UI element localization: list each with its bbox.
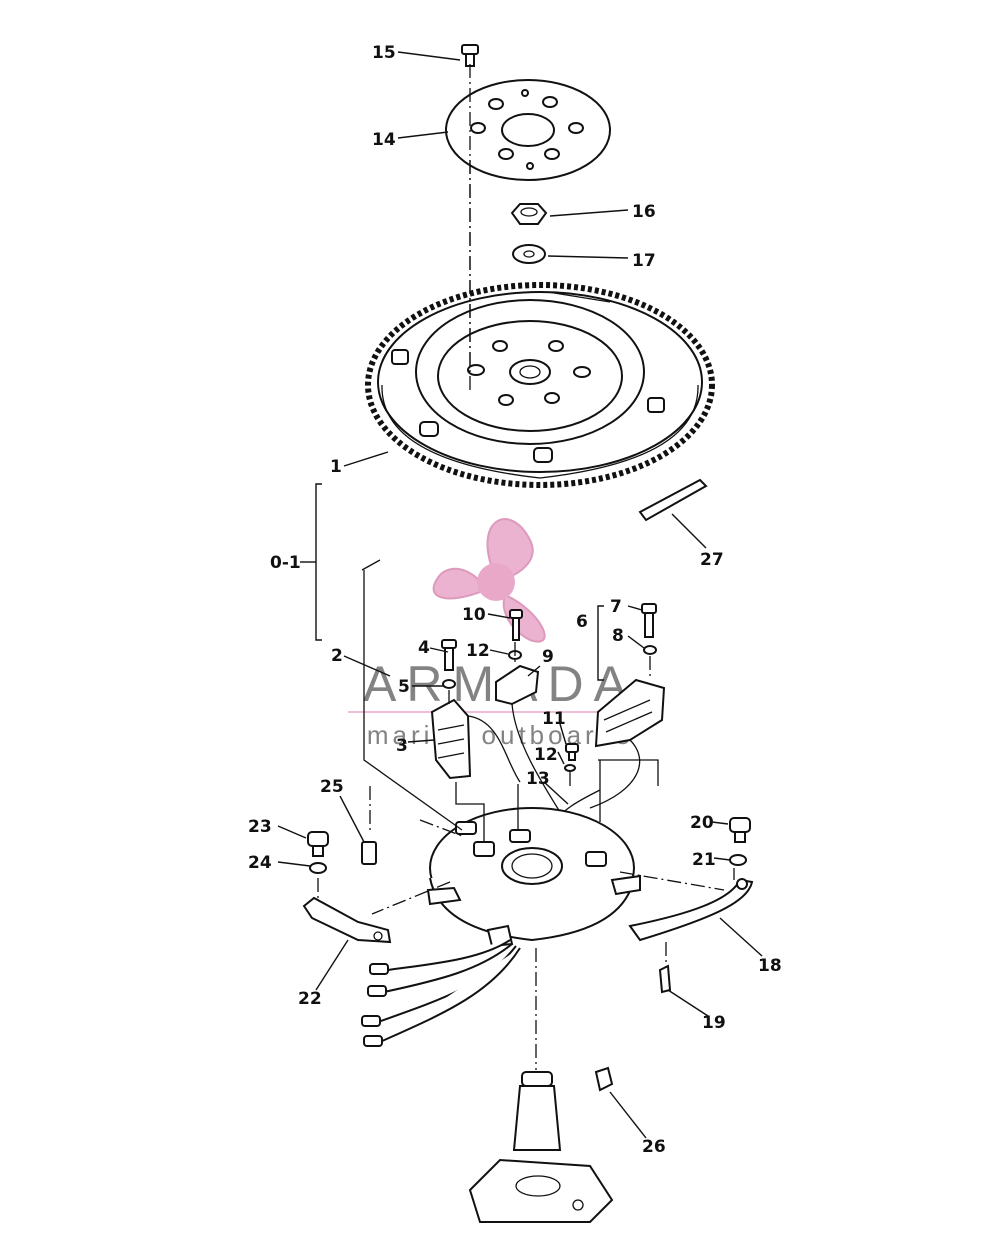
clip-19 (658, 964, 672, 994)
label-14: 14 (372, 130, 396, 150)
bolt-23 (307, 831, 329, 857)
stator-plate-2 (426, 807, 641, 948)
coil-6 (594, 678, 666, 748)
label-11: 11 (542, 709, 566, 729)
trigger-9 (495, 664, 540, 706)
label-6: 6 (576, 612, 588, 632)
wire-harness (361, 939, 521, 1047)
label-22: 22 (298, 989, 322, 1009)
flywheel-plate-14 (445, 79, 611, 181)
label-8: 8 (612, 626, 624, 646)
label-13: 13 (526, 769, 550, 789)
bolt-15 (461, 44, 479, 67)
watermark-tagline: marine outboards (367, 720, 633, 750)
bracket-6 (597, 605, 604, 681)
bracket-22 (302, 896, 392, 944)
screw-4 (441, 639, 457, 671)
label-19: 19 (702, 1013, 726, 1033)
washer-24 (309, 862, 327, 874)
screw-10 (509, 609, 523, 641)
label-16: 16 (632, 202, 656, 222)
bracket-0-1 (315, 483, 322, 641)
label-27: 27 (700, 550, 724, 570)
flywheel-1 (365, 282, 715, 488)
label-3: 3 (396, 736, 408, 756)
washer-8 (643, 645, 657, 655)
screw-7 (641, 603, 657, 638)
washer-5 (442, 679, 456, 689)
label-4: 4 (418, 638, 430, 658)
washer-17 (512, 244, 546, 264)
label-20: 20 (690, 813, 714, 833)
label-0-1: 0-1 (270, 553, 301, 573)
label-10: 10 (462, 605, 486, 625)
label-25: 25 (320, 777, 344, 797)
label-18: 18 (758, 956, 782, 976)
label-12a: 12 (466, 641, 490, 661)
stud-25 (361, 841, 377, 865)
leader-lines (277, 51, 763, 1139)
washer-12b (564, 764, 576, 772)
nut-16 (510, 203, 548, 225)
decal-27 (638, 478, 708, 522)
washer-21 (729, 854, 747, 866)
label-5: 5 (398, 677, 410, 697)
label-21: 21 (692, 850, 716, 870)
label-24: 24 (248, 853, 272, 873)
label-1: 1 (330, 457, 342, 477)
label-2: 2 (331, 646, 343, 666)
coil-wire (467, 715, 521, 783)
label-9: 9 (542, 647, 554, 667)
bolt-20 (729, 817, 751, 843)
label-7: 7 (610, 597, 622, 617)
label-17: 17 (632, 251, 656, 271)
screw-11 (565, 743, 579, 761)
label-12b: 12 (534, 745, 558, 765)
label-26: 26 (642, 1137, 666, 1157)
crankshaft-end-26 (468, 1066, 614, 1223)
label-15: 15 (372, 43, 396, 63)
label-23: 23 (248, 817, 272, 837)
link-arm-18 (628, 878, 754, 942)
coil-3 (430, 698, 472, 780)
propeller-hub-icon (477, 563, 515, 601)
